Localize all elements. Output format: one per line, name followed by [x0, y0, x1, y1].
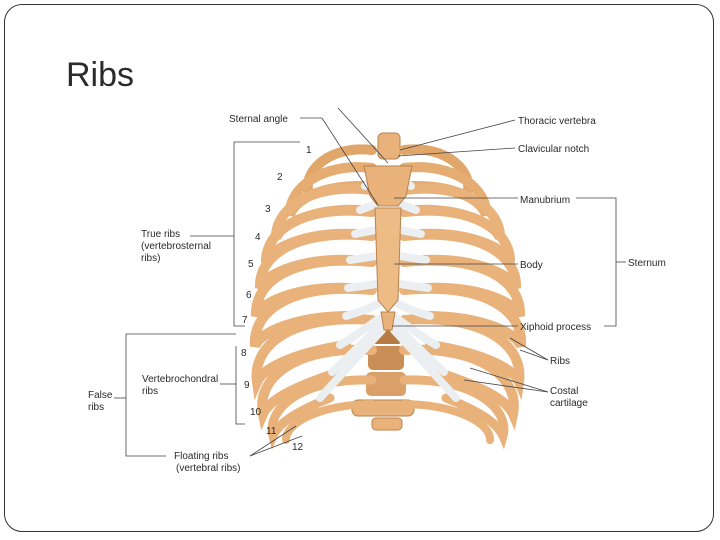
slide-frame	[4, 4, 714, 532]
label-clavicular-notch: Clavicular notch	[518, 144, 589, 155]
rib-numbers: 1 2 3 4 5 6 7 8 9 10 11 12	[241, 145, 312, 453]
label-cartilage: cartilage	[550, 398, 588, 409]
rib-number: 3	[265, 204, 271, 215]
rib-number: 1	[306, 145, 312, 156]
rib-number: 4	[255, 232, 261, 243]
rib-number: 5	[248, 259, 254, 270]
left-ribs	[249, 144, 377, 450]
leader-lines	[114, 107, 626, 457]
label-sternal-angle: Sternal angle	[229, 114, 288, 125]
label-vertebral-ribs: (vertebral ribs)	[176, 463, 240, 474]
sternum	[363, 165, 413, 331]
right-ribs	[399, 144, 527, 450]
rib-number: 11	[266, 426, 277, 437]
slide-title: Ribs	[66, 56, 135, 94]
label-sternum: Sternum	[628, 258, 666, 269]
label-vertebrochondral: Vertebrochondral	[142, 374, 218, 385]
rib-number: 9	[244, 380, 250, 391]
rib-number: 12	[292, 442, 304, 453]
diagram-labels: Sternal angle Thoracic vertebra Clavicul…	[88, 114, 666, 474]
rib-number: 2	[277, 172, 283, 183]
label-vertebrochondral-ribs: ribs	[142, 386, 158, 397]
label-true-ribs-sub: (vertebrosternal	[141, 241, 211, 252]
label-manubrium: Manubrium	[520, 195, 570, 206]
rib-number: 8	[241, 348, 247, 359]
label-xiphoid-process: Xiphoid process	[520, 322, 591, 333]
label-body: Body	[520, 260, 543, 271]
rib-number: 7	[242, 315, 248, 326]
label-true-ribs-sub2: ribs)	[141, 253, 160, 264]
label-false-ribs: ribs	[88, 402, 104, 413]
rib-number: 6	[246, 290, 252, 301]
label-floating-ribs: Floating ribs	[174, 451, 228, 462]
label-false: False	[88, 390, 113, 401]
label-thoracic-vertebra: Thoracic vertebra	[518, 116, 596, 127]
label-costal: Costal	[550, 386, 578, 397]
label-true-ribs: True ribs	[141, 229, 180, 240]
label-ribs: Ribs	[550, 356, 570, 367]
rib-number: 10	[250, 407, 262, 418]
